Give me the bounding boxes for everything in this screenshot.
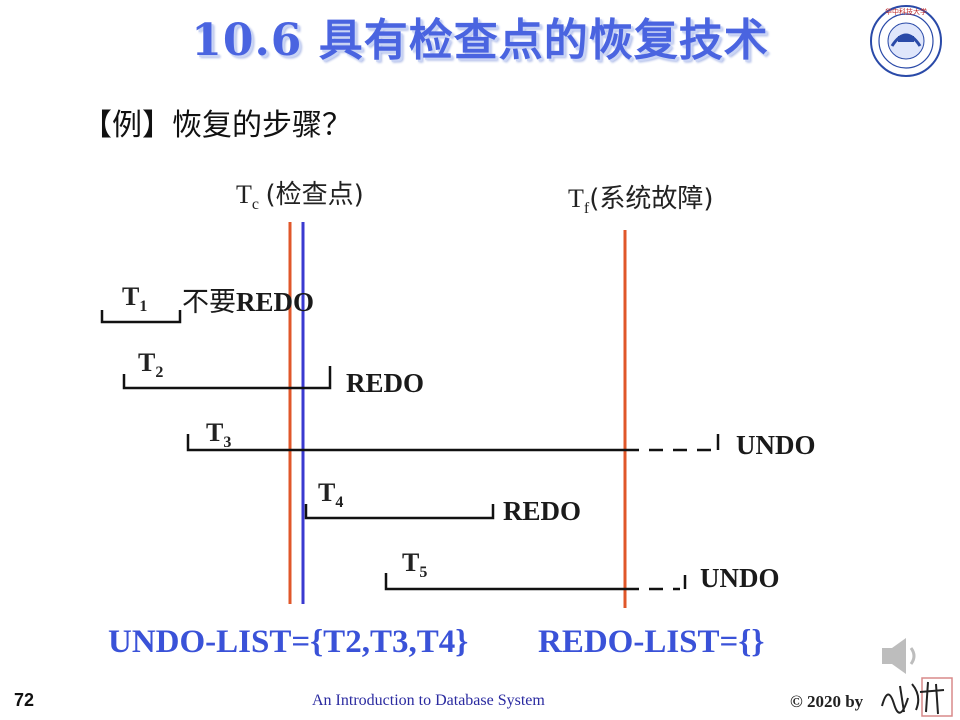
t3-label: T3 — [206, 418, 232, 452]
page-number: 72 — [14, 690, 35, 710]
t4-action: REDO — [503, 496, 582, 526]
copyright: © 2020 by — [790, 692, 864, 711]
example-heading: 【例】恢复的步骤？ — [82, 108, 352, 143]
university-logo: 华中科技大学 — [870, 5, 942, 77]
speaker-icon[interactable] — [876, 632, 924, 680]
course-title: An Introduction to Database System — [312, 692, 545, 709]
t3-span — [186, 434, 720, 452]
t1-action: 不要REDO — [182, 287, 315, 318]
undo-list: UNDO-LIST={T2,T3,T4} — [108, 624, 469, 660]
t4-label: T4 — [318, 478, 344, 512]
svg-text:华中科技大学: 华中科技大学 — [885, 7, 927, 16]
t1-label: T1 — [122, 282, 148, 316]
failure-label: Tf(系统故障) — [568, 184, 714, 218]
t5-label: T5 — [402, 548, 428, 582]
slide-title: 10.6 具有检查点的恢复技术 — [191, 15, 769, 66]
t4-span — [304, 504, 495, 520]
t5-span — [384, 573, 687, 591]
t5-action: UNDO — [700, 563, 780, 593]
t2-span — [122, 366, 332, 390]
t3-action: UNDO — [736, 430, 816, 460]
redo-list: REDO-LIST={} — [538, 624, 765, 660]
checkpoint-label: Tc (检查点) — [236, 180, 364, 214]
t2-label: T2 — [138, 348, 164, 382]
author-signature-stamp — [881, 677, 953, 717]
t1-span — [100, 310, 182, 324]
t2-action: REDO — [346, 368, 425, 398]
